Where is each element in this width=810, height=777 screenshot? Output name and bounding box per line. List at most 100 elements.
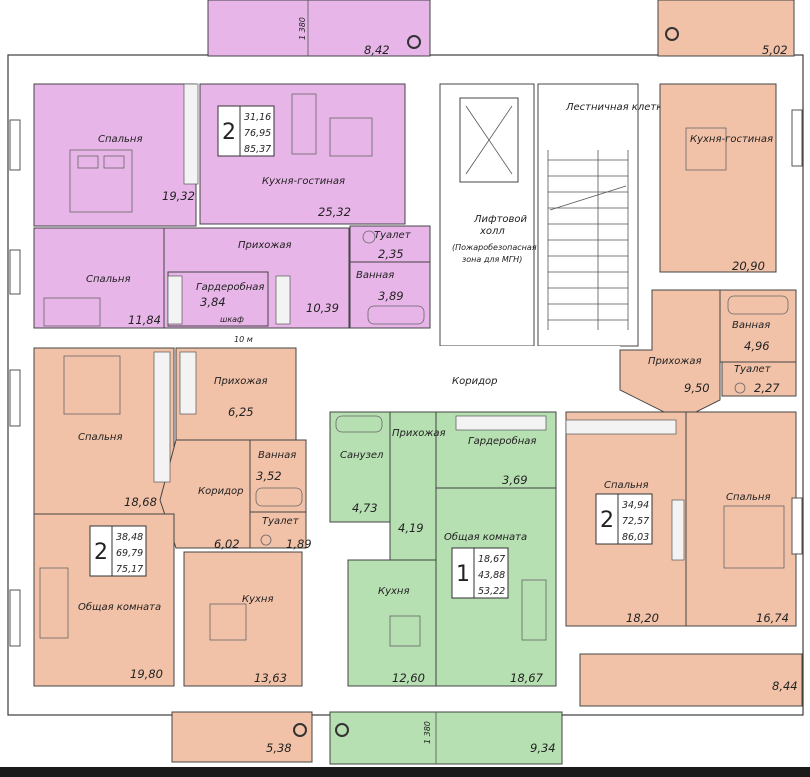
room-name: Санузел [340,450,384,461]
bathtub-icon [367,305,425,325]
toilet-icon [260,534,272,546]
pink-balcony [207,0,431,57]
apt-info-box [217,105,275,157]
peachR-bath [719,289,797,363]
peachR-hall [619,289,721,421]
area-label: 16,74 [756,611,789,625]
area-label: 13,63 [254,671,287,685]
apartment-pink: 2 31,16 76,95 85,37 1 380 8,42 Спальня 1… [33,0,431,344]
peachL-corridor [159,439,251,549]
pink-toilet [349,225,431,263]
room-name: Гардеробная [196,281,264,293]
room-name: Спальня [726,492,771,503]
room-name: Коридор [198,486,243,497]
toilet-icon [362,230,376,244]
area-label: 12,60 [392,671,425,685]
area-label: 6,02 [214,537,240,551]
lift-hall-label: Лифтовой [473,214,528,225]
peachR-balcony-top [657,0,795,57]
area-label: 8,44 [772,679,798,693]
room-name: Ванная [732,320,770,331]
green-balcony [329,711,563,765]
apt-number: 1 [456,562,470,587]
windows [9,109,803,647]
room-name: Прихожая [392,428,446,439]
area-label: 11,84 [128,313,161,327]
room-name: Туалет [262,516,300,527]
apt-number: 2 [222,120,236,145]
peachR-toilet [721,361,797,397]
apt-info-box [451,547,509,599]
wardrobe-closet [183,83,199,185]
peachR-bedroom-2 [685,411,797,627]
apt-full-area: 85,37 [244,144,271,155]
balcony-drain-icon [407,35,421,49]
note-label: 10 м [234,335,253,344]
room-name: Ванная [258,450,296,461]
peachR-balcony-bottom [579,653,803,707]
area-label: 3,69 [502,473,528,487]
peachL-bedroom [33,347,175,515]
room-name: Спальня [604,480,649,491]
corridor [300,346,620,410]
apt-full-area: 53,22 [478,586,505,597]
room-name: Спальня [98,134,143,145]
peachL-balcony [171,711,313,763]
apt-total-area: 69,79 [116,548,143,559]
area-label: 4,19 [398,521,424,535]
bed-icon [43,297,101,327]
sofa-icon [291,93,317,155]
peachL-kitchen [183,551,303,687]
room-name: Туалет [734,364,772,375]
area-label: 20,90 [732,259,765,273]
niche-label: шкаф [220,315,244,324]
room-name: Спальня [78,432,123,443]
area-label: 9,50 [684,381,710,395]
peachL-toilet [249,511,307,549]
apt-living-area: 38,48 [116,532,143,543]
apartment-green: 1 18,67 43,88 53,22 Санузел 4,73 Прихожа… [329,411,563,765]
area-label: 19,80 [130,667,163,681]
bathtub-icon [335,415,383,433]
apt-info-box [89,525,147,577]
room-name: Прихожая [214,376,268,387]
apt-number: 2 [94,540,108,565]
room-name: Общая комната [444,531,527,543]
area-label: 5,02 [762,43,788,57]
area-label: 18,67 [510,671,544,685]
stairwell-label: Лестничная клетка №1 [565,102,688,113]
table-icon [685,127,727,171]
sofa-icon [521,579,547,641]
balcony-drain-icon [335,723,349,737]
area-label: 4,73 [352,501,378,515]
table-icon [209,603,247,641]
area-label: 18,68 [124,495,157,509]
area-label: 1,89 [286,537,312,551]
room-name: Ванная [356,270,394,281]
balcony-drain-icon [293,723,307,737]
area-label: 2,35 [378,247,404,261]
apt-full-area: 86,03 [622,532,649,543]
area-label: 3,52 [256,469,282,483]
area-label: 8,42 [364,43,390,57]
pink-bedroom-1 [33,83,197,227]
area-label: 6,25 [228,405,254,419]
room-name: Кухня-гостиная [690,134,773,145]
area-label: 9,34 [530,741,556,755]
room-name: Туалет [374,230,412,241]
room-name: Прихожая [648,356,702,367]
area-label: 19,32 [162,189,195,203]
apartment-peach-left: 2 38,48 69,79 75,17 Спальня 18,68 Прихож… [33,347,313,763]
bed-icon [69,149,133,213]
stairwell [537,83,639,347]
area-label: 4,96 [744,339,770,353]
apt-living-area: 34,94 [622,500,649,511]
lift-hall-label: зона для МГН) [462,255,522,264]
area-label: 10,39 [306,301,339,315]
area-label: 18,20 [626,611,659,625]
room-name: Спальня [86,274,131,285]
green-kitchen [347,559,437,687]
bed-icon [63,355,121,415]
toilet-icon [734,382,746,394]
